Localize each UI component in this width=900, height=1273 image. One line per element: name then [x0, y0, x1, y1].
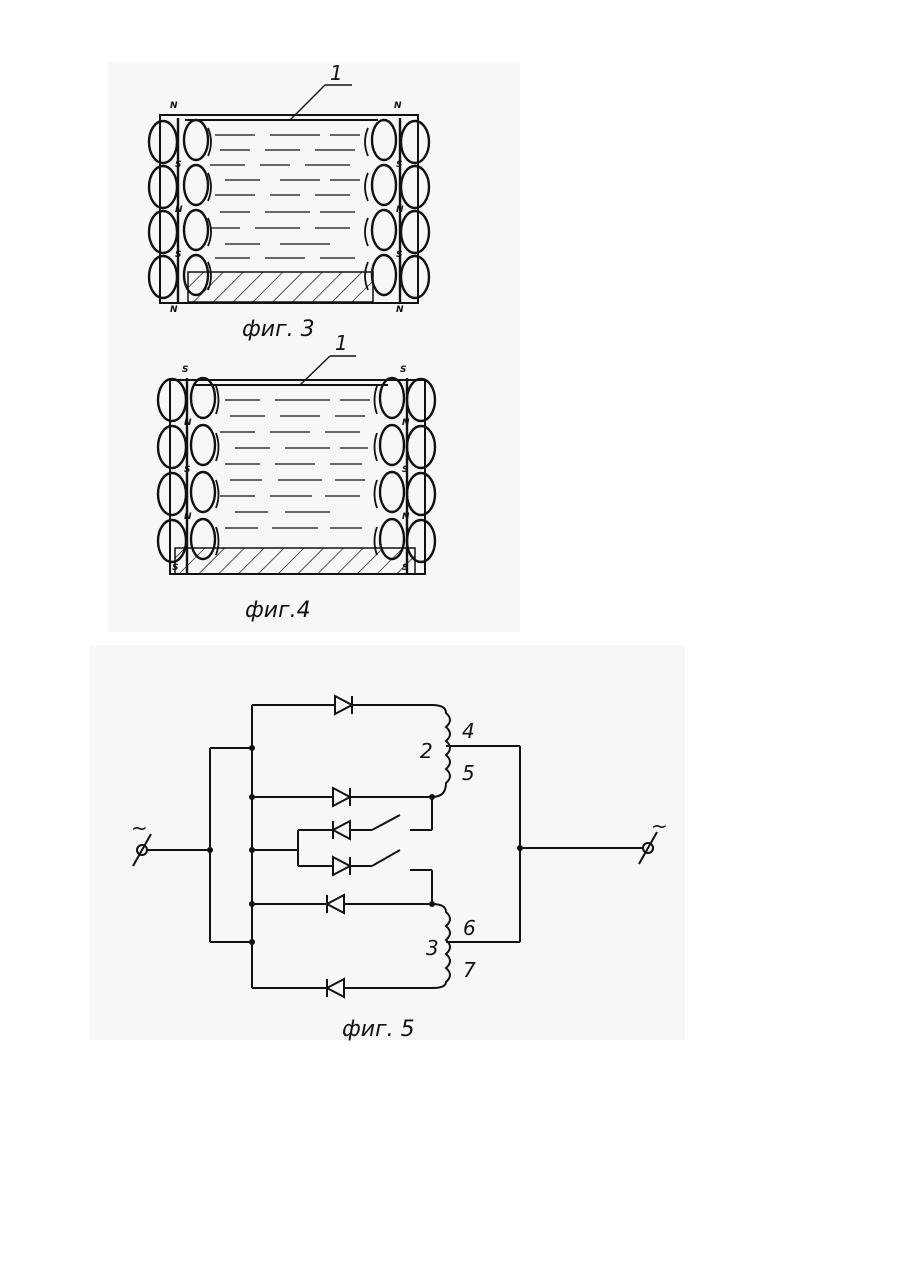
terminal-5-label: 5: [462, 761, 475, 785]
diode-bottom: [327, 979, 344, 997]
switch-lower: [372, 850, 400, 866]
diode-row-2: [333, 788, 350, 806]
terminal-7-label: 7: [463, 958, 476, 982]
junction-dots: [207, 745, 523, 945]
coil-3-label: 3: [426, 936, 439, 960]
diode-row-4: [327, 895, 344, 913]
left-ac-symbol: ~: [131, 816, 148, 840]
coil-2-label: 2: [420, 739, 433, 763]
terminal-6-label: 6: [463, 916, 476, 940]
diode-top: [335, 696, 352, 714]
switch-upper: [372, 815, 400, 830]
fig5-caption: фиг. 5: [342, 1017, 415, 1042]
terminal-4-label: 4: [462, 719, 475, 743]
diode-switch-upper: [333, 821, 350, 839]
right-ac-symbol: ~: [651, 814, 668, 838]
diode-switch-lower: [333, 857, 350, 875]
coil-2: [432, 705, 450, 797]
figure-5: ~: [131, 696, 657, 997]
